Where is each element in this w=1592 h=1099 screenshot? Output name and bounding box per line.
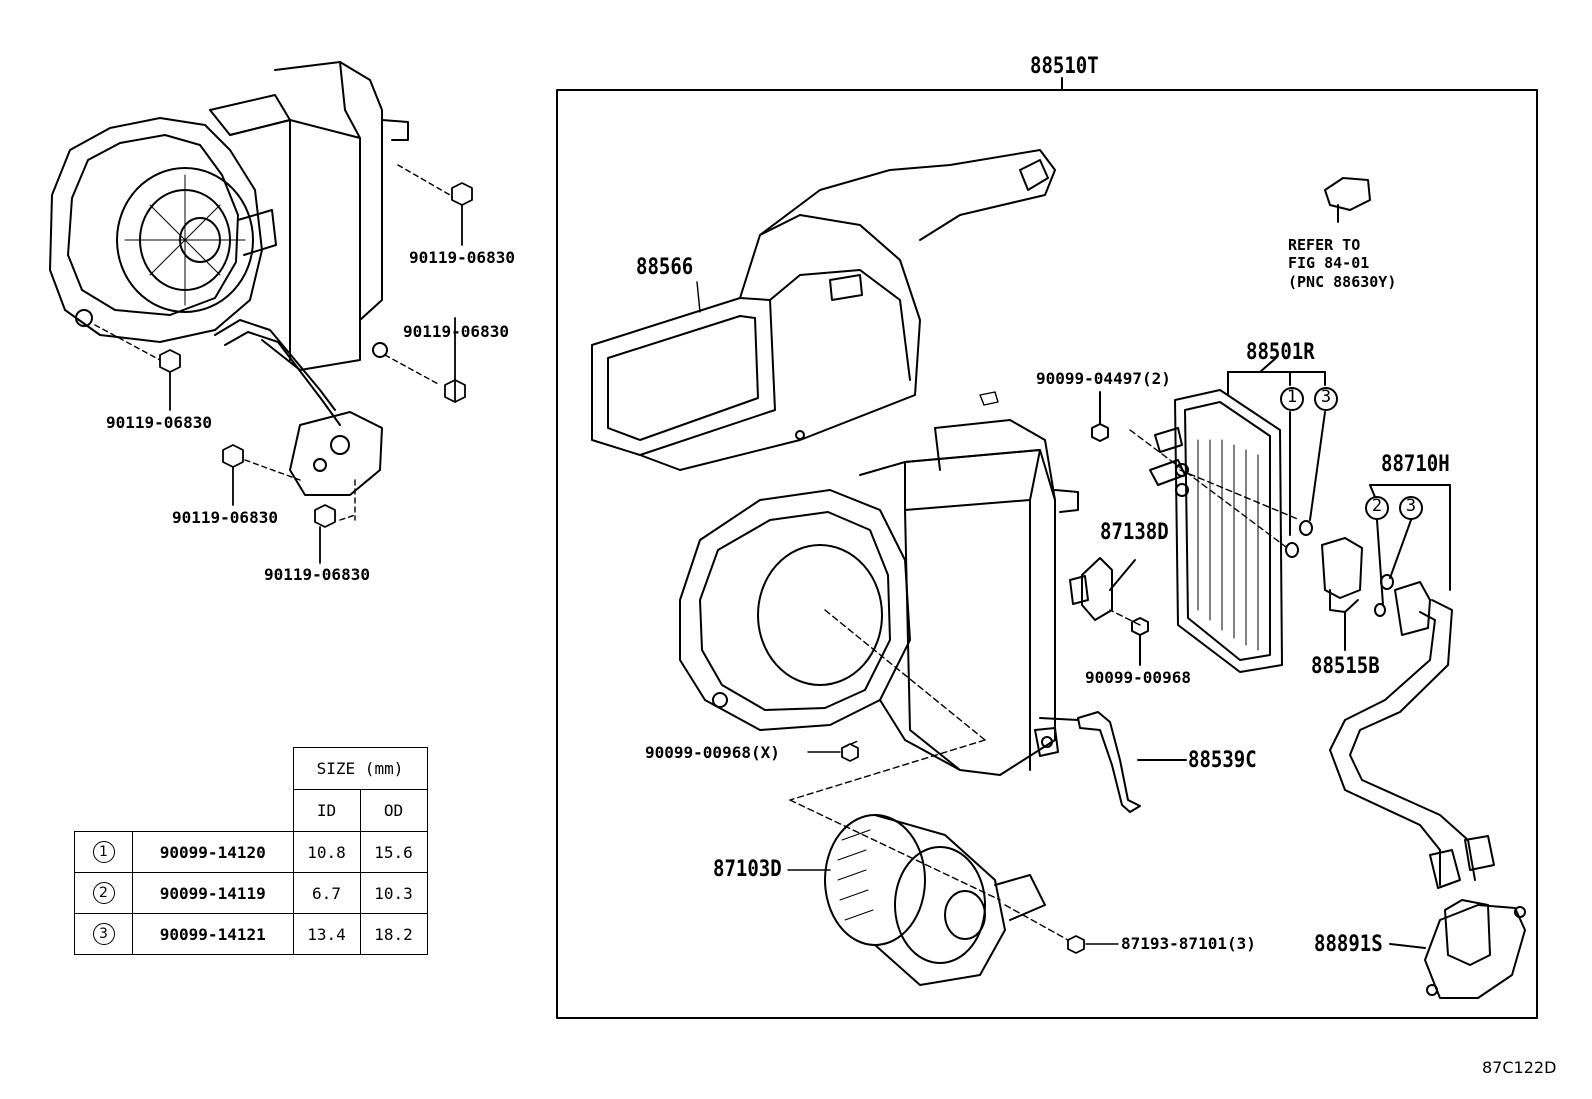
label-blower-motor: 87103D <box>713 856 782 882</box>
label-bolt: 90119-06830 <box>409 248 515 267</box>
assembly-frame <box>556 89 1538 1019</box>
table-row: 2 90099-14119 6.7 10.3 <box>74 872 428 914</box>
table-row: 1 90099-14120 10.8 15.6 <box>74 831 428 873</box>
part-number: 90099-14121 <box>132 913 294 955</box>
bolts-left <box>159 182 473 564</box>
figure-id: 87C122D <box>1482 1058 1557 1077</box>
drain-hose-drawing <box>1039 711 1187 813</box>
od-value: 18.2 <box>359 913 428 955</box>
od-value: 15.6 <box>359 831 428 873</box>
label-assembly: 88510T <box>1030 53 1099 79</box>
label-bolt: 90119-06830 <box>106 413 212 432</box>
part-number: 90099-14120 <box>132 831 294 873</box>
callout-number: 3 <box>1320 387 1332 407</box>
bolt-lines <box>94 164 451 521</box>
id-value: 13.4 <box>292 913 361 955</box>
callout-number: 1 <box>1286 387 1298 407</box>
col-od-header: OD <box>359 789 428 832</box>
label-resistor: 87138D <box>1100 519 1169 545</box>
label-drain-hose: 88539C <box>1188 747 1257 773</box>
callout-number: 2 <box>1371 496 1383 516</box>
label-bolt: 90119-06830 <box>403 322 509 341</box>
label-plate: 88891S <box>1314 931 1383 957</box>
label-motor-screw: 87193-87101(3) <box>1121 934 1256 953</box>
duct-88566-drawing <box>591 149 1056 471</box>
blower-housing-drawing <box>679 391 1079 776</box>
table-row: 3 90099-14121 13.4 18.2 <box>74 913 428 955</box>
refer-note: REFER TO FIG 84-01 (PNC 88630Y) <box>1288 236 1397 291</box>
label-bolt: 90119-06830 <box>172 508 278 527</box>
size-header: SIZE (mm) <box>292 747 428 790</box>
label-screw: 90099-00968(X) <box>645 743 780 762</box>
id-value: 6.7 <box>292 872 361 914</box>
row-number: 2 <box>92 882 115 904</box>
blower-motor-drawing <box>824 814 1046 986</box>
evaporator-drawing <box>1091 357 1326 673</box>
od-value: 10.3 <box>359 872 428 914</box>
plate-drawing <box>1389 899 1526 999</box>
label-duct: 88566 <box>636 254 694 280</box>
id-value: 10.8 <box>292 831 361 873</box>
label-screw: 90099-04497(2) <box>1036 369 1171 388</box>
callout-number: 3 <box>1405 496 1417 516</box>
label-tube: 88710H <box>1381 451 1450 477</box>
col-id-header: ID <box>292 789 361 832</box>
part-number: 90099-14119 <box>132 872 294 914</box>
label-screw: 90099-00968 <box>1085 668 1191 687</box>
assembled-unit-drawing <box>49 61 409 496</box>
row-number: 3 <box>92 923 115 945</box>
tube-drawing <box>1329 484 1495 889</box>
size-table: SIZE (mm) ID OD 1 90099-14120 10.8 15.6 … <box>74 747 428 955</box>
valve-drawing <box>1321 537 1363 651</box>
label-evaporator: 88501R <box>1246 339 1315 365</box>
resistor-drawing <box>1069 557 1149 666</box>
row-number: 1 <box>92 841 115 863</box>
label-bolt: 90119-06830 <box>264 565 370 584</box>
label-valve: 88515B <box>1311 653 1380 679</box>
